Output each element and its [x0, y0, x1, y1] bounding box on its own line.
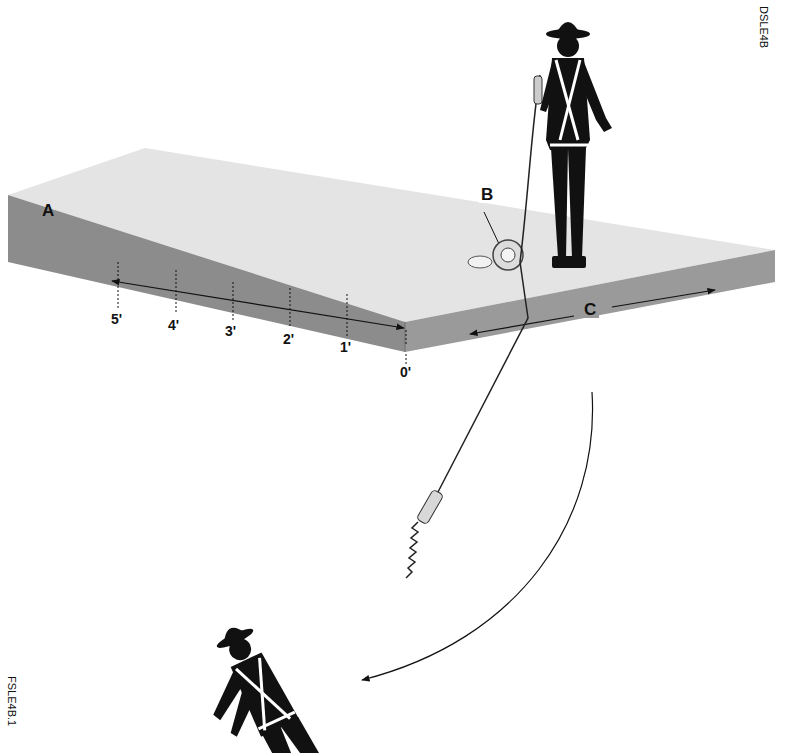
slab-front-face — [8, 195, 405, 352]
part-letter: C — [581, 301, 599, 318]
foot-ticks — [118, 262, 406, 364]
distance-arrow — [112, 281, 404, 328]
part-letter: A — [42, 202, 54, 219]
standing-worker — [540, 22, 612, 268]
fallen-worker — [183, 616, 334, 753]
distance-label: 2' — [281, 332, 296, 346]
distance-label: 3' — [223, 324, 238, 338]
part-letter: B — [479, 186, 495, 203]
self-retracting-lifeline — [468, 240, 523, 270]
distance-label: 5' — [109, 312, 124, 326]
distance-label: 4' — [166, 318, 181, 332]
distance-label: 0' — [398, 365, 413, 379]
distance-label: 1' — [338, 340, 353, 354]
figure-code: FSLE4B.1 — [6, 676, 17, 726]
figure-code: DSLE4B — [758, 6, 769, 48]
slab-side-face — [405, 250, 775, 352]
